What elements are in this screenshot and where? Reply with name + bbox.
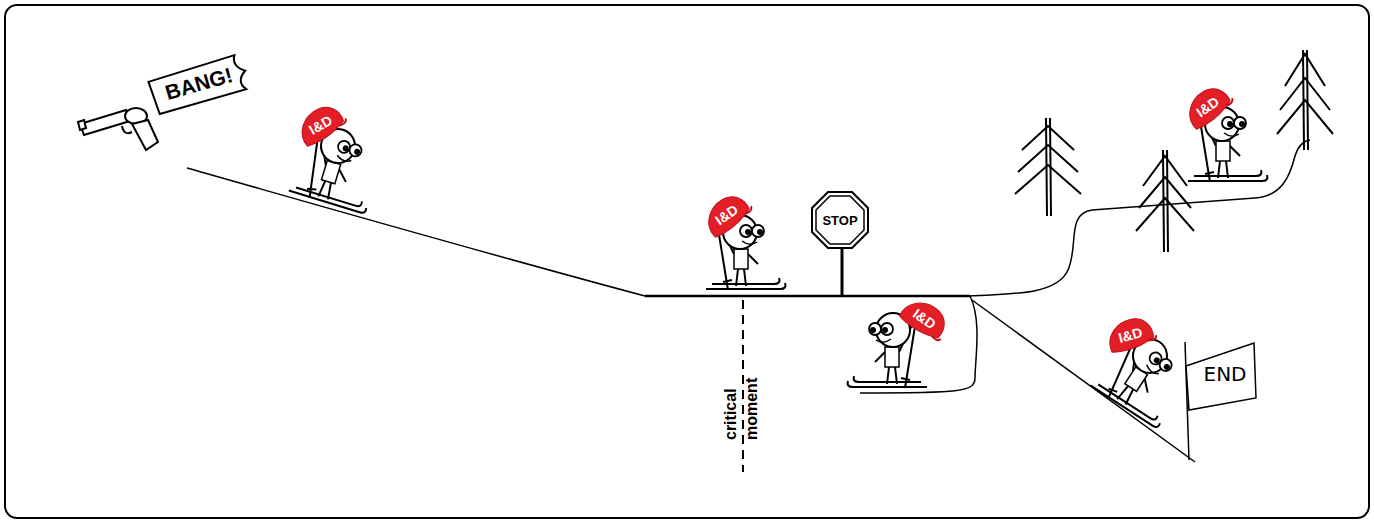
critical-moment-label: critical moment <box>720 348 764 440</box>
stop-sign: STOP <box>811 191 869 249</box>
stop-sign-text: STOP <box>822 213 857 228</box>
end-sign-text: END <box>1204 362 1247 386</box>
end-sign: END <box>1184 340 1258 412</box>
start-pistol <box>78 108 158 150</box>
skiers <box>289 107 1268 429</box>
stop-pole <box>841 246 844 296</box>
bang-banner: BANG! <box>145 51 252 117</box>
pine-trees <box>1015 50 1333 252</box>
frame <box>5 5 1369 518</box>
ski-track <box>187 140 1310 462</box>
